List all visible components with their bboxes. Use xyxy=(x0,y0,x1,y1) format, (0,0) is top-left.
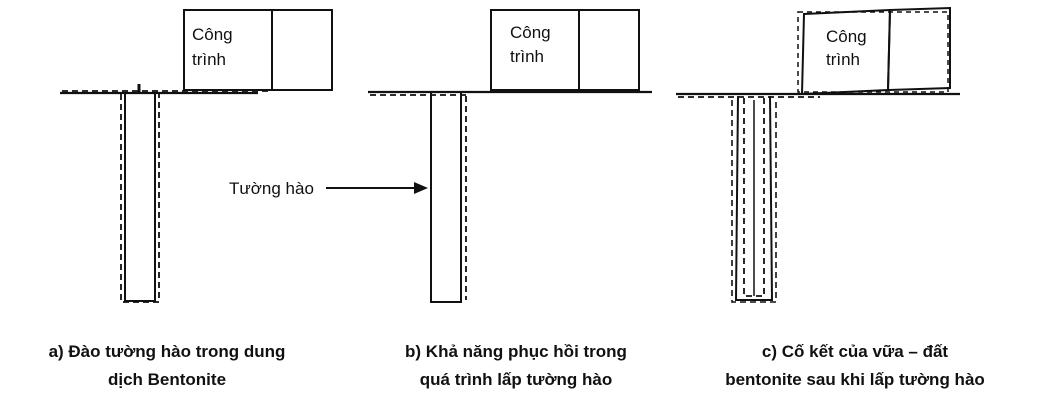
caption-b-line2: quá trình lấp tường hào xyxy=(419,370,613,389)
building-right-b xyxy=(578,9,640,91)
trench-b xyxy=(430,91,462,303)
trench-a-outline-dashed xyxy=(120,94,160,303)
building-label-c-line2: trình xyxy=(826,50,860,69)
caption-a-line2: dịch Bentonite xyxy=(107,370,227,389)
building-right-a xyxy=(271,9,333,91)
trench-annotation-label: Tường hào xyxy=(229,179,314,198)
caption-c-line1: c) Cố kết của vữa – đất xyxy=(761,342,949,361)
caption-b-line1: b) Khả năng phục hồi trong xyxy=(405,342,627,361)
annotation-arrow-head xyxy=(414,182,428,194)
building-label-b-line2: trình xyxy=(510,47,544,66)
trench-c xyxy=(734,95,774,301)
building-label-a-line1: Công xyxy=(192,25,233,44)
panel-b: Công trình xyxy=(368,9,652,303)
caption-c-line2: bentonite sau khi lấp tường hào xyxy=(725,370,985,389)
trench-c-outer-dashed xyxy=(731,100,777,303)
caption-a-line1: a) Đào tường hào trong dung xyxy=(48,342,286,361)
trench-annotation: Tường hào xyxy=(229,179,428,198)
building-label-a-line2: trình xyxy=(192,50,226,69)
caption-a: a) Đào tường hào trong dung dịch Bentoni… xyxy=(8,338,326,394)
panel-a: Công trình xyxy=(60,9,333,303)
building-label-c-line1: Công xyxy=(826,27,867,46)
panel-c: Công trình xyxy=(676,6,960,303)
caption-c: c) Cố kết của vữa – đất bentonite sau kh… xyxy=(680,338,1030,394)
caption-b: b) Khả năng phục hồi trong quá trình lấp… xyxy=(356,338,676,394)
building-c-outline-dashed xyxy=(797,11,949,93)
trench-a xyxy=(124,92,156,302)
building-right-c xyxy=(886,6,951,92)
building-label-b-line1: Công xyxy=(510,23,551,42)
